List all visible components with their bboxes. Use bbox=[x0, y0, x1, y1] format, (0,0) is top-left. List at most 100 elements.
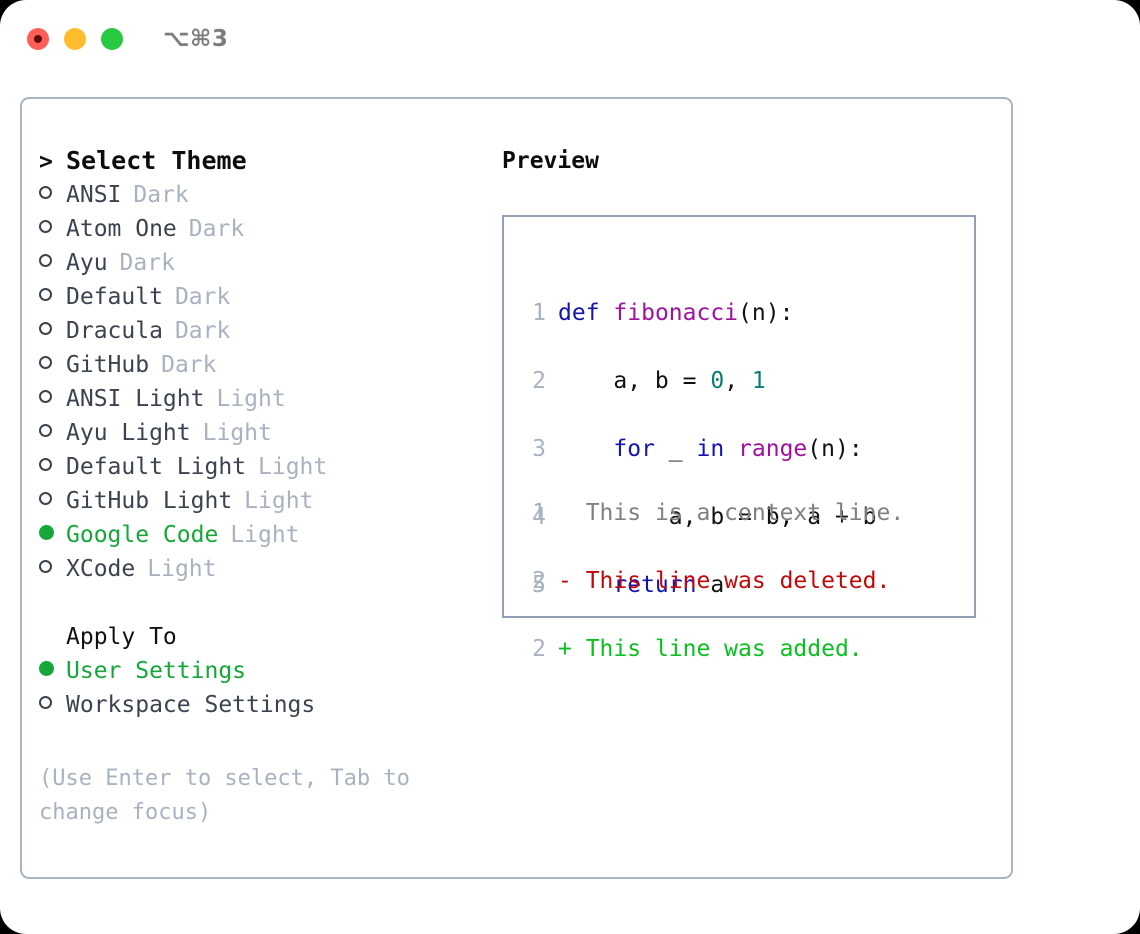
list-spacer bbox=[39, 586, 489, 620]
content-panel: > Select Theme ANSI Dark Atom One Dark A… bbox=[20, 97, 1013, 879]
prompt-caret-icon: > bbox=[39, 149, 53, 175]
radio-unselected-icon[interactable] bbox=[39, 212, 66, 246]
diff-text: This line was added. bbox=[585, 636, 863, 662]
apply-to-title: Apply To bbox=[66, 624, 177, 650]
maximize-button[interactable] bbox=[101, 28, 123, 50]
radio-unselected-icon[interactable] bbox=[39, 552, 66, 586]
theme-label: GitHub Light bbox=[66, 488, 233, 514]
code-token: def bbox=[558, 300, 600, 326]
radio-unselected-icon[interactable] bbox=[39, 484, 66, 518]
theme-label: Ayu bbox=[66, 250, 108, 276]
theme-label: Dracula bbox=[66, 318, 163, 344]
minimize-button[interactable] bbox=[64, 28, 86, 50]
theme-option-ayu-light[interactable]: Ayu Light Light bbox=[39, 416, 489, 450]
theme-kind: Light bbox=[147, 556, 217, 582]
preview-title: Preview bbox=[502, 148, 599, 174]
theme-label: Default Light bbox=[66, 454, 247, 480]
theme-kind: Light bbox=[202, 420, 272, 446]
theme-kind: Dark bbox=[161, 352, 217, 378]
code-line: 5 return a bbox=[516, 568, 877, 602]
theme-kind: Dark bbox=[174, 284, 231, 310]
code-token: (n): bbox=[807, 436, 863, 462]
code-line: 2 a, b = 0, 1 bbox=[516, 364, 877, 398]
apply-to-header: Apply To bbox=[39, 620, 489, 654]
theme-kind: Light bbox=[244, 488, 314, 514]
code-token: fibonacci bbox=[613, 300, 739, 326]
theme-label: Google Code bbox=[66, 522, 219, 548]
theme-label: XCode bbox=[66, 556, 136, 582]
theme-option-default-dark[interactable]: Default Dark bbox=[39, 280, 489, 314]
theme-option-ansi-light[interactable]: ANSI Light Light bbox=[39, 382, 489, 416]
theme-option-dracula-dark[interactable]: Dracula Dark bbox=[39, 314, 489, 348]
code-token: 0 bbox=[710, 368, 725, 394]
line-number: 2 bbox=[532, 368, 546, 394]
radio-unselected-icon[interactable] bbox=[39, 178, 66, 212]
title-bar: ⌥⌘3 bbox=[0, 0, 1140, 78]
diff-sign bbox=[558, 500, 586, 526]
keyboard-hint-text: (Use Enter to select, Tab to change focu… bbox=[39, 766, 410, 825]
radio-unselected-icon[interactable] bbox=[39, 280, 66, 314]
code-line: 3 for _ in range(n): bbox=[516, 432, 877, 466]
theme-option-default-light[interactable]: Default Light Light bbox=[39, 450, 489, 484]
theme-picker-title: Select Theme bbox=[66, 146, 247, 175]
theme-option-github-dark[interactable]: GitHub Dark bbox=[39, 348, 489, 382]
code-token: _ bbox=[654, 436, 697, 462]
diff-line-context: 1 This is a context line. bbox=[516, 496, 904, 530]
theme-option-ansi-dark[interactable]: ANSI Dark bbox=[39, 178, 489, 212]
theme-option-xcode-light[interactable]: XCode Light bbox=[39, 552, 489, 586]
code-token: range bbox=[738, 436, 808, 462]
radio-selected-icon[interactable] bbox=[39, 518, 66, 552]
code-token bbox=[600, 300, 614, 326]
line-number: 1 bbox=[532, 300, 546, 326]
theme-kind: Dark bbox=[133, 182, 189, 208]
theme-label: Atom One bbox=[66, 216, 177, 242]
radio-unselected-icon[interactable] bbox=[39, 382, 66, 416]
theme-label: ANSI bbox=[66, 182, 122, 208]
theme-option-github-light[interactable]: GitHub Light Light bbox=[39, 484, 489, 518]
apply-to-label: Workspace Settings bbox=[66, 692, 316, 718]
line-number: 5 bbox=[532, 572, 546, 598]
window-controls bbox=[27, 28, 123, 50]
code-token: in bbox=[696, 436, 725, 462]
radio-unselected-icon[interactable] bbox=[39, 348, 66, 382]
diff-text: This is a context line. bbox=[585, 500, 905, 526]
radio-unselected-icon[interactable] bbox=[39, 450, 66, 484]
code-token: return bbox=[613, 572, 697, 598]
radio-unselected-icon[interactable] bbox=[39, 688, 66, 722]
code-token: a bbox=[696, 572, 725, 598]
theme-option-ayu-dark[interactable]: Ayu Dark bbox=[39, 246, 489, 280]
theme-label: GitHub bbox=[66, 352, 150, 378]
code-line: 1 def fibonacci(n): bbox=[516, 296, 877, 330]
apply-to-label: User Settings bbox=[66, 658, 247, 684]
theme-picker-header: > Select Theme bbox=[39, 144, 489, 178]
theme-kind: Light bbox=[230, 522, 300, 548]
code-token: , bbox=[724, 368, 752, 394]
apply-to-user-settings[interactable]: User Settings bbox=[39, 654, 489, 688]
close-button[interactable] bbox=[27, 28, 49, 50]
diff-sign: + bbox=[558, 636, 586, 662]
diff-text: This line was deleted. bbox=[585, 568, 891, 594]
line-number: 3 bbox=[532, 436, 546, 462]
radio-selected-icon[interactable] bbox=[39, 654, 66, 688]
radio-unselected-icon[interactable] bbox=[39, 246, 66, 280]
theme-picker: > Select Theme ANSI Dark Atom One Dark A… bbox=[39, 144, 489, 722]
theme-option-google-code[interactable]: Google Code Light bbox=[39, 518, 489, 552]
theme-option-atom-one-dark[interactable]: Atom One Dark bbox=[39, 212, 489, 246]
theme-kind: Dark bbox=[174, 318, 231, 344]
theme-kind: Dark bbox=[119, 250, 175, 276]
radio-unselected-icon[interactable] bbox=[39, 416, 66, 450]
diff-line-added: 2+ This line was added. bbox=[516, 632, 904, 666]
line-number: 2 bbox=[532, 568, 546, 594]
code-token: (n): bbox=[738, 300, 794, 326]
theme-kind: Light bbox=[216, 386, 286, 412]
code-line: 4 a, b = b, a + b bbox=[516, 500, 876, 534]
apply-to-workspace-settings[interactable]: Workspace Settings bbox=[39, 688, 489, 722]
radio-unselected-icon[interactable] bbox=[39, 314, 66, 348]
code-token bbox=[724, 436, 738, 462]
theme-label: Ayu Light bbox=[66, 420, 191, 446]
diff-line-deleted: 2- This line was deleted. bbox=[516, 564, 904, 598]
line-number: 1 bbox=[532, 500, 546, 526]
